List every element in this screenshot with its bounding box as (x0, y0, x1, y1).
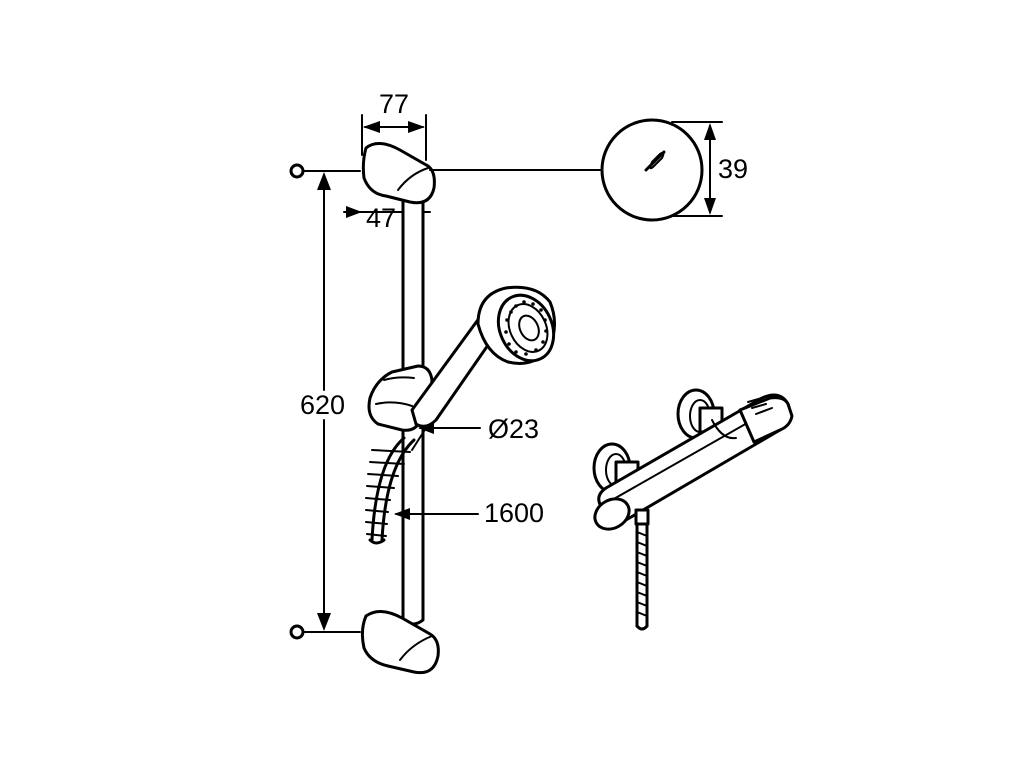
rail-diameter-label: Ø23 (488, 414, 539, 444)
rail-length-label: 620 (300, 390, 345, 420)
hose-length-label: 1600 (484, 498, 544, 528)
holder-depth-label: 47 (366, 203, 396, 233)
rosette-diameter-label: 39 (718, 154, 748, 184)
spray-nozzles (504, 300, 548, 356)
holder-width-dimension: 77 (361, 89, 427, 161)
top-wall-bracket (361, 142, 436, 205)
rosette-diameter-dimension: 39 (671, 121, 748, 217)
rail-diameter-callout: Ø23 (411, 414, 539, 451)
bottom-wall-bracket (360, 610, 440, 675)
shower-hose (365, 436, 416, 545)
thermostatic-mixer (592, 388, 794, 631)
bottom-mounting-point (289, 624, 305, 640)
rail-length-dimension: 620 (300, 170, 361, 633)
wall-rosette (429, 118, 704, 222)
top-mounting-point (289, 163, 305, 179)
hose-length-callout: 1600 (394, 498, 544, 528)
holder-width-label: 77 (379, 89, 409, 119)
hand-shower (410, 285, 556, 428)
